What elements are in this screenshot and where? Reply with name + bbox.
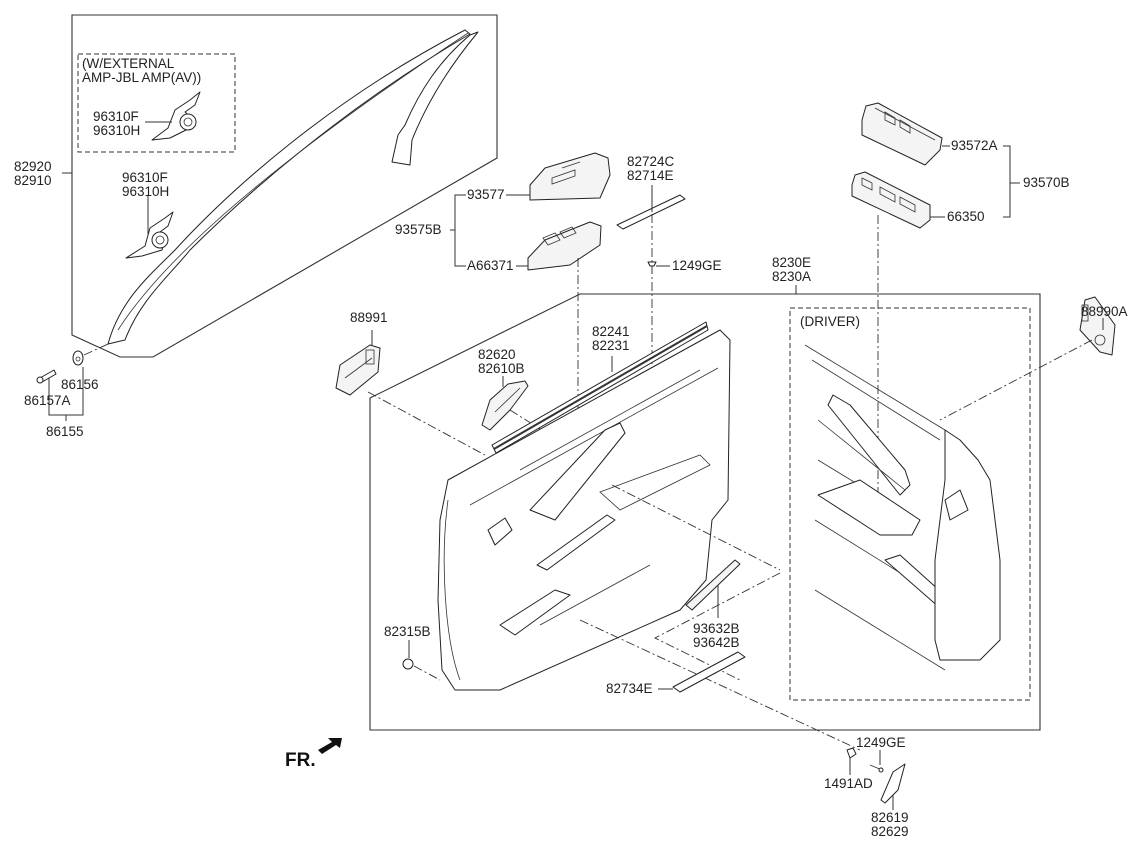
handle-passenger-chain [367, 391, 486, 456]
label-fastener-clip: 86156 [61, 377, 99, 392]
switch-assy-passenger-bracket [454, 194, 466, 267]
tweeter-amp-part [151, 91, 201, 141]
clip-lower-chain [413, 665, 441, 681]
label-weatherstrip: 82241 82231 [592, 324, 630, 353]
clip-lower-part [402, 658, 414, 670]
switch-driver-assy-bracket [1003, 145, 1011, 218]
pad-upper-part [616, 194, 686, 230]
note-external-amp: (W/EXTERNAL AMP-JBL AMP(AV)) [82, 56, 202, 85]
label-switch-driver-assy: 93570B [1023, 175, 1070, 190]
switch-bezel-passenger-part [529, 152, 611, 201]
label-cover-lower: 82619 82629 [871, 810, 909, 839]
switch-driver-part [851, 171, 931, 229]
label-mirror-switch: 93632B 93642B [693, 621, 740, 650]
driver-box [789, 307, 1031, 701]
switch-passenger-part [527, 221, 602, 271]
label-screw-upper: 1249GE [672, 258, 722, 273]
fastener-clip-chain [83, 343, 109, 356]
glass-channel-group-frame [71, 14, 498, 358]
label-clip-lower: 82315B [384, 624, 431, 639]
label-panel-assy: 8230E 8230A [772, 255, 812, 284]
glass-run-channel [107, 29, 479, 345]
handle-passenger-part [335, 344, 381, 396]
weatherstrip-part [491, 321, 709, 454]
door-trim-panel-passenger [437, 329, 731, 691]
screw-upper-part [647, 261, 657, 274]
inside-handle-part [481, 380, 529, 431]
cover-lower-part [880, 763, 906, 804]
label-fastener-screw: 86157A [24, 393, 71, 408]
arrow-front-icon [318, 738, 342, 754]
label-tweeter-amp: 96310F 96310H [93, 109, 141, 138]
tweeter-part [125, 211, 174, 259]
door-trim-panel-driver [804, 344, 1001, 671]
label-switch-driver-bezel: 93572A [951, 138, 998, 153]
external-amp-box [77, 53, 236, 153]
screw-lower-part [869, 764, 884, 773]
label-tweeter: 96310F 96310H [122, 170, 170, 199]
label-switch-assy-passenger: 93575B [395, 222, 442, 237]
switch-driver-bezel-part [861, 102, 943, 166]
fastener-clip-part [72, 350, 84, 366]
panel-chain-b [579, 619, 861, 751]
handle-driver-part [1079, 296, 1116, 356]
note-driver: (DRIVER) [800, 314, 860, 329]
front-direction-label: FR. [285, 750, 316, 771]
pad-lower-part [672, 651, 746, 693]
label-glass-channel: 82920 82910 [14, 159, 52, 188]
nut-lower-part [846, 747, 857, 759]
label-handle-passenger: 88991 [350, 310, 388, 325]
panel-chain-a [611, 484, 781, 571]
mirror-switch-part [685, 559, 741, 611]
label-switch-bezel-passenger: 93577 [467, 187, 505, 202]
handle-driver-chain [939, 339, 1093, 421]
label-handle-driver: 88990A [1081, 304, 1128, 319]
label-fastener-set: 86155 [46, 424, 84, 439]
label-switch-driver: 66350 [947, 209, 985, 224]
fastener-screw-part [36, 369, 57, 384]
label-pad-upper: 82724C 82714E [627, 154, 675, 183]
label-nut-lower: 1491AD [824, 776, 873, 791]
label-pad-lower: 82734E [606, 681, 653, 696]
label-switch-passenger: A66371 [467, 258, 514, 273]
label-screw-lower: 1249GE [856, 735, 906, 750]
label-inside-handle: 82620 82610B [478, 347, 525, 376]
door-panel-group-frame [369, 293, 1041, 731]
